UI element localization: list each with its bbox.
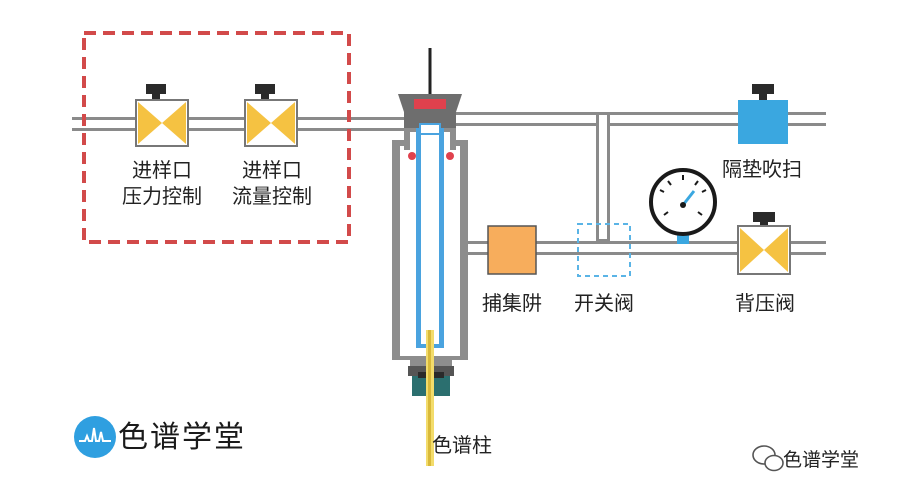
- pressure-gauge-icon: [649, 168, 717, 244]
- switch-valve-box: [577, 223, 631, 277]
- split-vent-line: [454, 241, 826, 255]
- back-pressure-valve-label: 背压阀: [735, 291, 795, 315]
- inlet-flow-valve: [244, 84, 298, 147]
- switch-valve-label: 开关阀: [574, 291, 634, 315]
- wechat-icon: [752, 445, 784, 472]
- septum-purge-valve: [738, 84, 788, 144]
- back-pressure-valve: [737, 212, 791, 275]
- gc-column: [426, 330, 434, 466]
- septum-purge-line: [448, 112, 826, 242]
- inlet-body: [392, 48, 468, 396]
- trap-box: [487, 225, 537, 275]
- inlet-pressure-valve: [135, 84, 189, 147]
- control-highlight-box: [82, 31, 351, 244]
- septum-purge-label: 隔垫吹扫: [722, 157, 802, 181]
- inlet-flow-label: 进样口 流量控制: [232, 158, 312, 208]
- trap-label: 捕集阱: [482, 291, 542, 315]
- watermark-text: 色谱学堂: [783, 449, 860, 471]
- brand-name: 色谱学堂: [118, 420, 246, 455]
- column-label: 色谱柱: [432, 433, 492, 457]
- brand-logo-icon: [74, 416, 116, 458]
- inlet-pressure-label: 进样口 压力控制: [122, 158, 202, 208]
